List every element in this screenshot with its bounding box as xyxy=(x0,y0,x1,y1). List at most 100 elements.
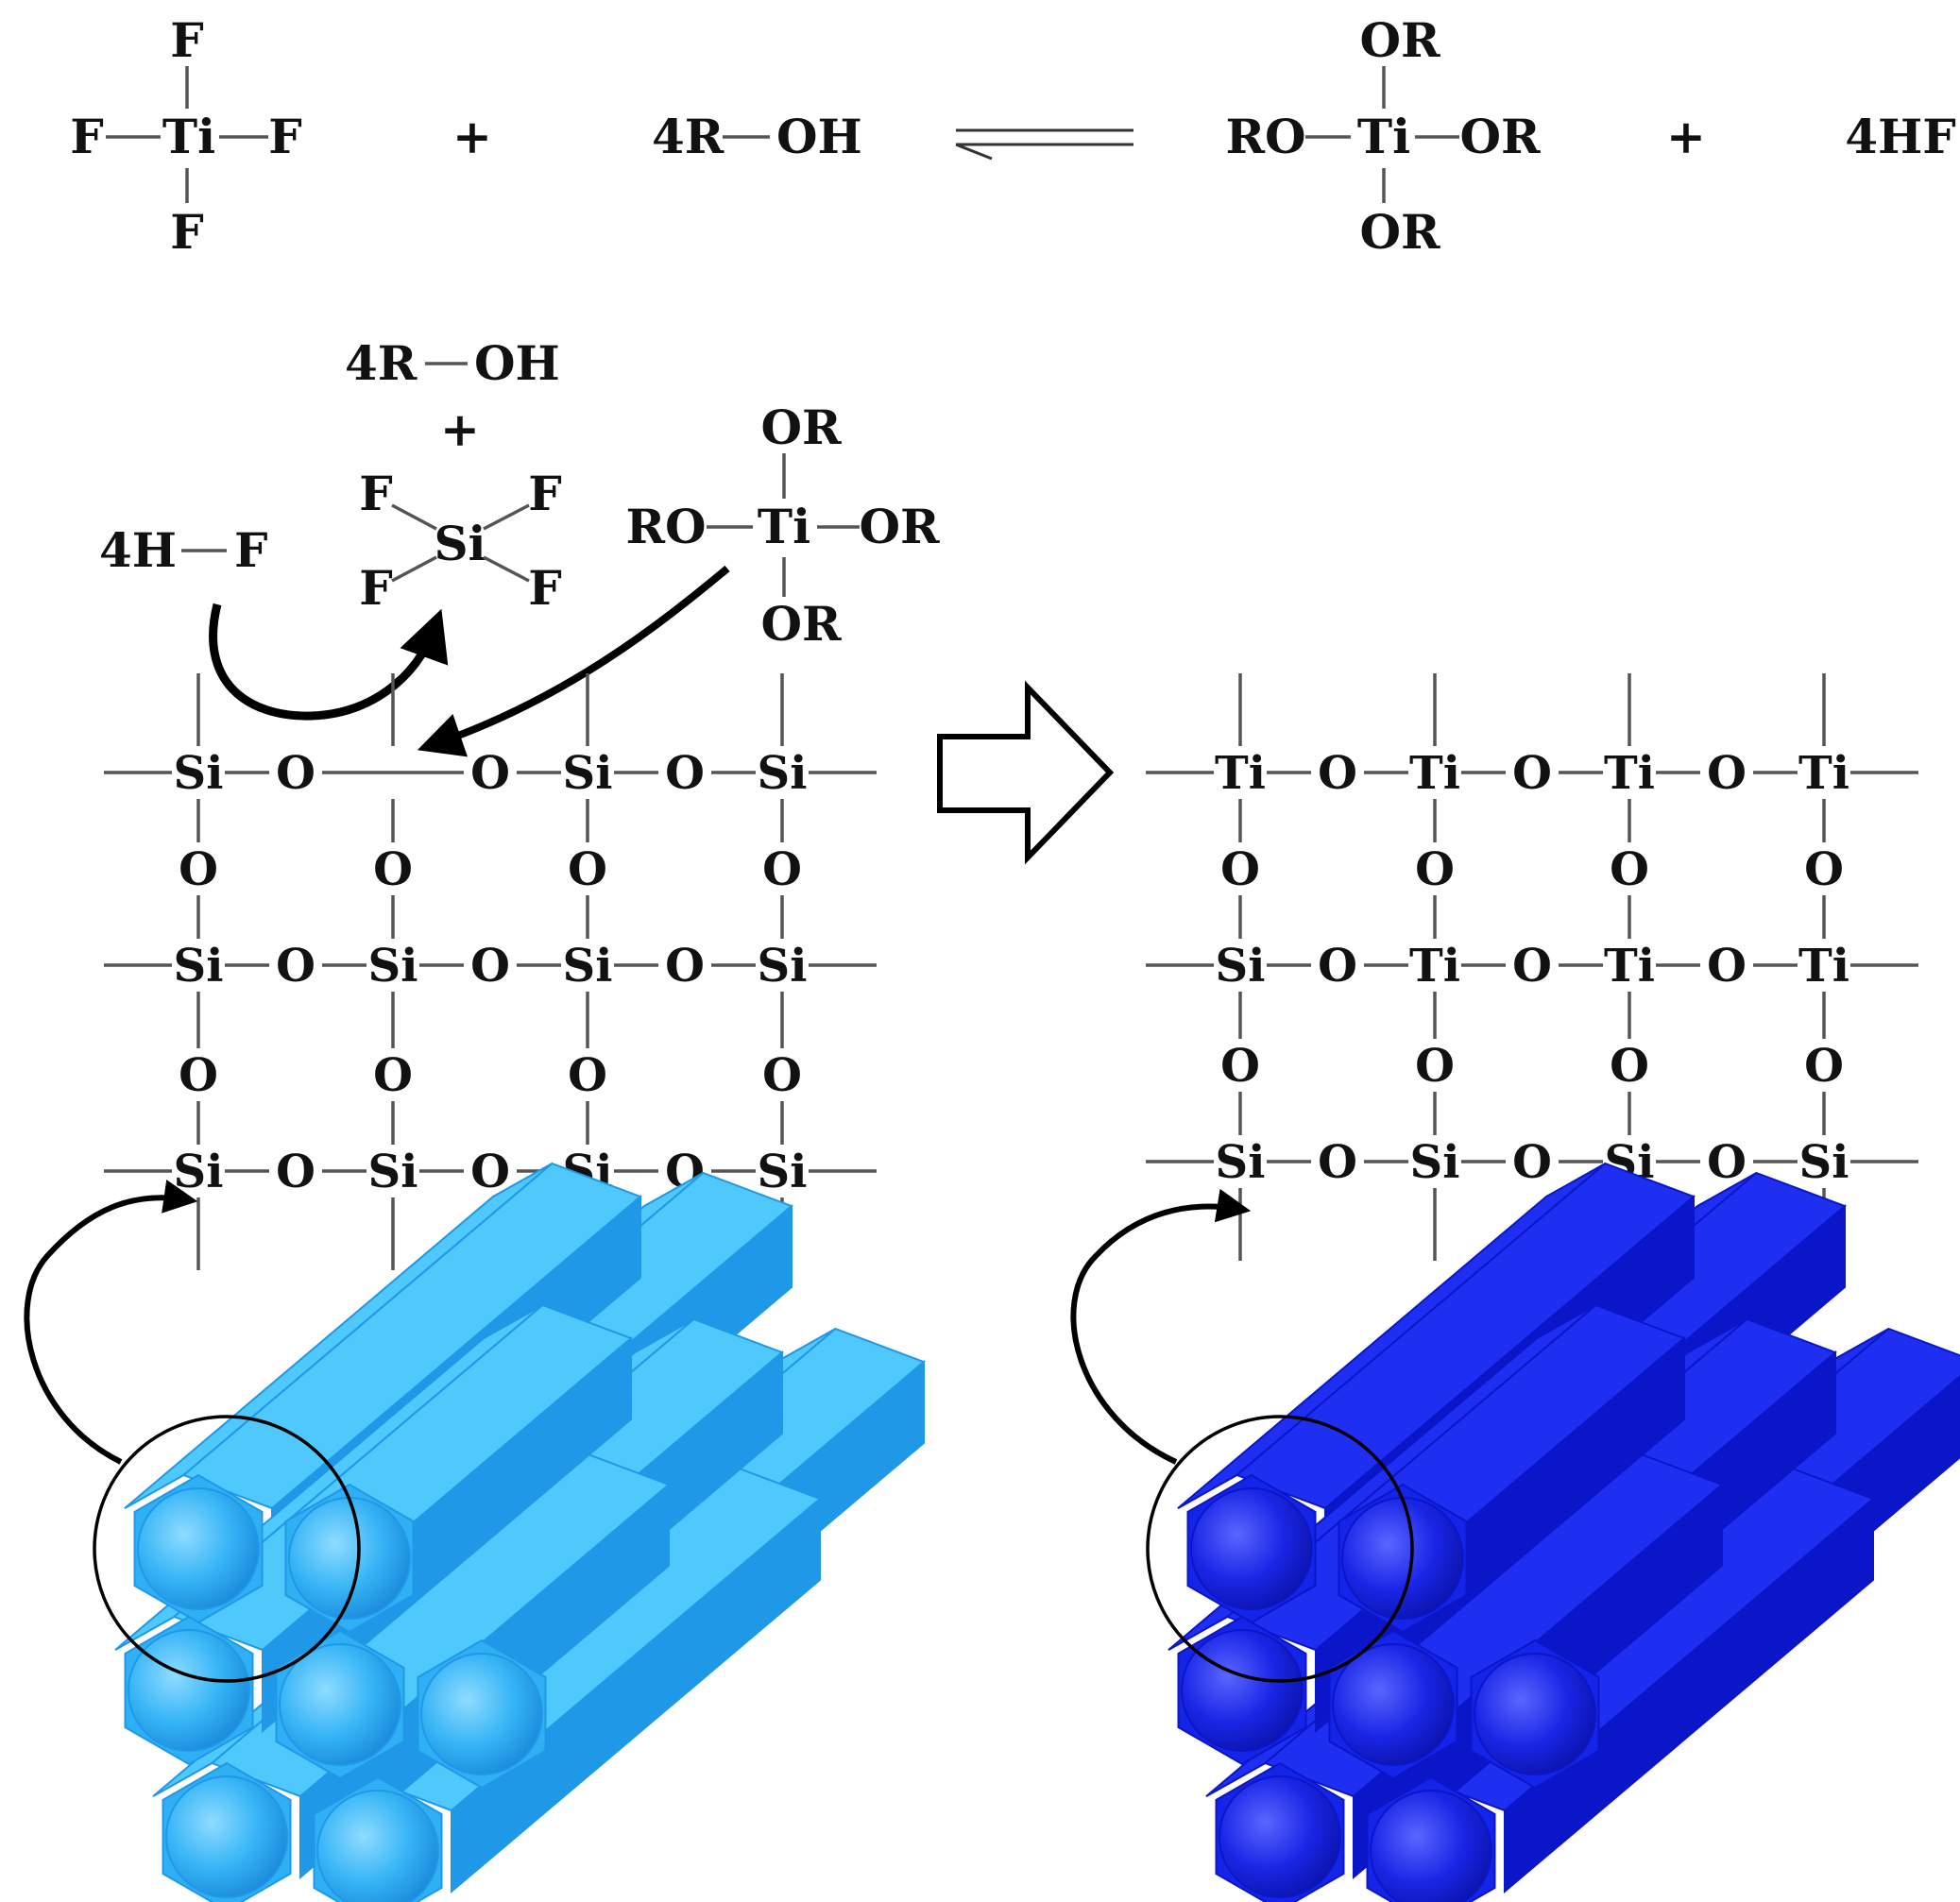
silica-lattice-atom: O xyxy=(276,1146,315,1198)
titania-block-pore xyxy=(1181,1629,1304,1752)
ti-lattice-oxygen: O xyxy=(1804,843,1844,896)
titania-block-pore xyxy=(1474,1653,1596,1775)
silica-lattice-oxygen: O xyxy=(762,843,802,896)
silica-lattice-atom: Si xyxy=(174,1146,224,1198)
ti-lattice-atom: Si xyxy=(1216,1136,1266,1189)
alkoxide-bottom-or: OR xyxy=(1359,204,1440,260)
alcohol-oh: OH xyxy=(776,109,862,164)
right-zoom-circle xyxy=(1146,1415,1414,1683)
silica-lattice-atom: O xyxy=(470,747,510,800)
alkoxide-center-ti: Ti xyxy=(1357,109,1410,164)
scheme-alkoxide-bottom-or: OR xyxy=(760,596,842,652)
silica-block-pore xyxy=(137,1487,260,1610)
hf-reagent-f: F xyxy=(234,522,268,578)
ti-lattice-oxygen: O xyxy=(1610,843,1649,896)
alkoxide-right-or: OR xyxy=(1459,109,1541,164)
tif4-bottom-f: F xyxy=(170,204,204,260)
tif4-top-f: F xyxy=(170,12,204,68)
silica-lattice-atom: O xyxy=(665,940,705,993)
ti-lattice-oxygen: O xyxy=(1415,1040,1455,1093)
ti-lattice-atom: O xyxy=(1707,940,1747,993)
titania-block-channel-side xyxy=(1504,1496,1874,1894)
ti-lattice-atom: Si xyxy=(1216,940,1266,993)
silica-lattice-atom: O xyxy=(276,747,315,800)
byproduct-plus: + xyxy=(440,401,480,457)
ti-lattice-atom: O xyxy=(1318,1136,1357,1189)
silica-lattice-atom: Si xyxy=(563,940,613,993)
silica-lattice-oxygen: O xyxy=(179,1049,218,1102)
alkoxide-left-ro: RO xyxy=(1225,109,1305,164)
ti-lattice-oxygen: O xyxy=(1415,843,1455,896)
ti-lattice-atom: O xyxy=(1512,940,1552,993)
silica-lattice-atom: O xyxy=(665,747,705,800)
scheme-alkoxide-top-or: OR xyxy=(760,399,842,455)
hf-attack-arrow xyxy=(209,603,449,721)
ti-lattice-atom: O xyxy=(1318,940,1357,993)
silica-lattice-atom: Si xyxy=(174,747,224,800)
sif4-center-si: Si xyxy=(434,516,486,571)
scheme-titanium-alkoxide: OR RO Ti OR OR xyxy=(625,399,940,652)
ti-lattice-atom: O xyxy=(1512,747,1552,800)
silica-block-pore xyxy=(128,1629,250,1752)
silica-lattice-atom: O xyxy=(470,1146,510,1198)
silica-block-channel-side xyxy=(262,1335,632,1734)
silica-lattice-atom: Si xyxy=(368,940,418,993)
ti-lattice-atom: Si xyxy=(1410,1136,1460,1189)
silica-lattice-atom: O xyxy=(470,940,510,993)
sif4-molecule: F F Si F F xyxy=(359,466,562,616)
silica-lattice-atom: Si xyxy=(174,940,224,993)
scheme-alkoxide-center-ti: Ti xyxy=(758,499,810,554)
titania-block-channel-side xyxy=(1315,1335,1685,1734)
silica-block-pore xyxy=(165,1775,288,1898)
hf-product: 4HF xyxy=(1845,109,1956,164)
tif4-center-ti: Ti xyxy=(162,109,215,164)
silica-lattice-atom: Si xyxy=(758,747,808,800)
silica-block-pore xyxy=(316,1790,439,1902)
ti-lattice-atom: Ti xyxy=(1409,747,1460,800)
left-scheme-reagents: 4R OH + F F Si F F 4H F OR RO Ti OR xyxy=(99,335,940,757)
ti-lattice-oxygen: O xyxy=(1220,843,1260,896)
silica-lattice-oxygen: O xyxy=(762,1049,802,1102)
titanium-alkoxide: OR RO Ti OR OR xyxy=(1225,12,1541,260)
silica-lattice-oxygen: O xyxy=(373,843,413,896)
silica-lattice-atom: Si xyxy=(758,1146,808,1198)
ti-lattice-oxygen: O xyxy=(1220,1040,1260,1093)
hf-reagent-h: 4H xyxy=(99,522,177,578)
ti-lattice-oxygen: O xyxy=(1610,1040,1649,1093)
silica-lattice-atom: Si xyxy=(563,747,613,800)
silica-mesoporous-block xyxy=(114,1162,926,1902)
right-zoom-indicator xyxy=(1070,1188,1414,1683)
silica-block-pore xyxy=(420,1653,543,1775)
titania-block-pore xyxy=(1332,1643,1455,1766)
byproduct-alcohol-r: 4R xyxy=(345,335,418,391)
ti-lattice-atom: Ti xyxy=(1604,747,1655,800)
ti-lattice-atom: Ti xyxy=(1798,747,1849,800)
ti-lattice-atom: Si xyxy=(1799,1136,1849,1189)
silica-block-channel-side xyxy=(451,1496,821,1894)
sif4-f-top-left: F xyxy=(359,466,393,521)
alkoxide-insertion-arrow xyxy=(417,565,730,757)
titania-silica-mesoporous-block xyxy=(1167,1162,1960,1902)
ti-lattice-atom: Ti xyxy=(1798,940,1849,993)
silica-lattice-atom: Si xyxy=(758,940,808,993)
silica-lattice-atom: O xyxy=(276,940,315,993)
plus-sign: + xyxy=(452,109,492,164)
sif4-f-bottom-right: F xyxy=(528,560,562,616)
scheme-alkoxide-left-ro: RO xyxy=(625,499,706,554)
scheme-alkoxide-right-or: OR xyxy=(859,499,940,554)
silica-lattice-atom: Si xyxy=(368,1146,418,1198)
sif4-f-top-right: F xyxy=(528,466,562,521)
tif4-left-f: F xyxy=(70,109,104,164)
silica-block-pore xyxy=(279,1643,401,1766)
silica-lattice-oxygen: O xyxy=(373,1049,413,1102)
left-zoom-arrow xyxy=(24,1180,198,1465)
plus-sign-2: + xyxy=(1666,109,1706,164)
ti-lattice-atom: O xyxy=(1707,747,1747,800)
tif4-right-f: F xyxy=(268,109,302,164)
ti-lattice-atom: Ti xyxy=(1215,747,1266,800)
silica-lattice-oxygen: O xyxy=(179,843,218,896)
right-zoom-arrow xyxy=(1070,1188,1252,1465)
ti-lattice-atom: Ti xyxy=(1604,940,1655,993)
